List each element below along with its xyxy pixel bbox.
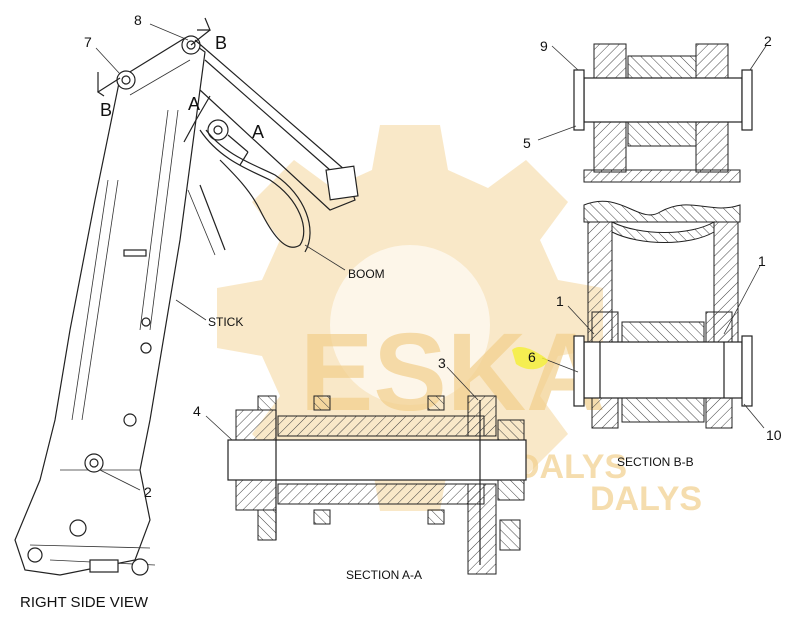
callout-8: 8 <box>134 12 142 28</box>
boom-label: BOOM <box>348 267 385 281</box>
callout-2-side: 2 <box>144 484 152 500</box>
callout-3: 3 <box>438 355 446 371</box>
callout-6: 6 <box>528 349 536 365</box>
callout-7: 7 <box>84 34 92 50</box>
right-side-view-title: RIGHT SIDE VIEW <box>20 594 149 611</box>
callout-1-left: 1 <box>556 293 564 309</box>
callout-2-bb: 2 <box>764 33 772 49</box>
watermark-logo: ESKA DALYS DALYS <box>217 125 702 518</box>
section-mark-b-left: B <box>100 100 112 120</box>
section-mark-b-right: B <box>215 33 227 53</box>
section-b-b <box>512 43 767 429</box>
stick-label: STICK <box>208 315 243 329</box>
callout-4: 4 <box>193 403 201 419</box>
labels: RIGHT SIDE VIEW SECTION A-A SECTION B-B … <box>20 12 782 611</box>
callout-1-right: 1 <box>758 253 766 269</box>
callout-10: 10 <box>766 427 782 443</box>
right-side-view <box>14 17 359 576</box>
section-a-a <box>205 366 527 575</box>
section-b-b-title: SECTION B-B <box>617 455 694 469</box>
section-a-a-title: SECTION A-A <box>346 568 422 582</box>
callout-6-highlight <box>512 347 548 370</box>
callout-5: 5 <box>523 135 531 151</box>
watermark-text-eska: ESKA <box>300 311 606 434</box>
section-mark-a-right: A <box>252 122 264 142</box>
watermark-text-dalys-2: DALYS <box>590 480 702 518</box>
watermark-text-dalys-1: DALYS <box>515 448 627 486</box>
callout-9: 9 <box>540 38 548 54</box>
section-mark-a-left: A <box>188 94 200 114</box>
